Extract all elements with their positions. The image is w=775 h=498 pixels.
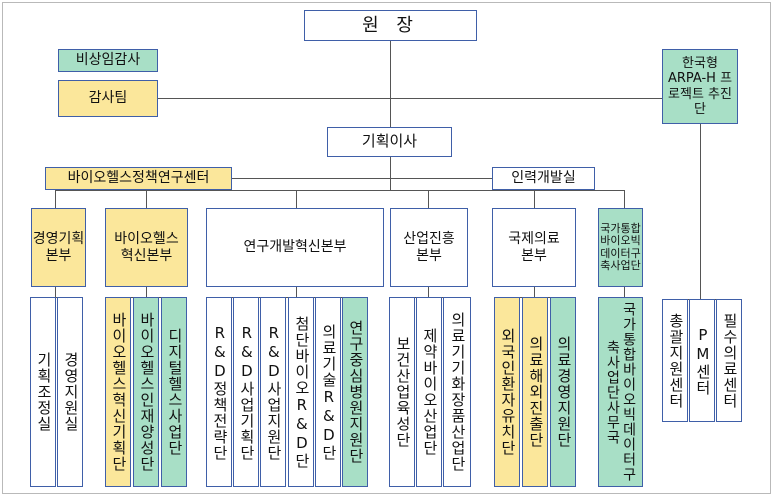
division-rnd-innovation: 연구개발혁신본부 bbox=[206, 208, 384, 287]
division-label: 바이오헬스 혁신본부 bbox=[114, 230, 179, 264]
unit-box: 바이오헬스인재양성단 bbox=[133, 297, 159, 487]
connector-line bbox=[428, 190, 429, 208]
division-national-bio-bigdata: 국가통합바이오빅데이터구축사업단 bbox=[598, 208, 643, 287]
unit-label: 보건산업육성단 bbox=[393, 336, 412, 448]
unit-box: 보건산업육성단 bbox=[389, 297, 415, 487]
unit-label: R&D사업지원단 bbox=[264, 323, 283, 461]
auditor-box: 비상임감사 bbox=[58, 49, 158, 72]
unit-box: 연구중심병원지원단 bbox=[342, 297, 368, 487]
division-label: 경영기획본부 bbox=[32, 230, 85, 264]
unit-box: 디지털헬스사업단 bbox=[161, 297, 187, 487]
unit-label: 바이오헬스혁신기획단 bbox=[109, 312, 128, 472]
planning-director-label: 기획이사 bbox=[361, 132, 418, 151]
bio-policy-center-box: 바이오헬스정책연구센터 bbox=[45, 167, 232, 190]
unit-label: 경영지원실 bbox=[61, 352, 80, 432]
unit-box: 첨단바이오R&D단 bbox=[288, 297, 314, 487]
director-label: 원 장 bbox=[362, 14, 419, 36]
unit-label: 연구중심병원지원단 bbox=[346, 320, 365, 464]
connector-line bbox=[296, 190, 297, 208]
unit-label: 바이오헬스인재양성단 bbox=[137, 312, 156, 472]
unit-box: 기획조정실 bbox=[30, 297, 56, 487]
division-label: 연구개발혁신본부 bbox=[243, 239, 347, 256]
unit-box: R&D사업기획단 bbox=[233, 297, 259, 487]
unit-box: 경영지원실 bbox=[57, 297, 83, 487]
unit-label: 의료경영지원단 bbox=[554, 336, 573, 448]
audit-team-box: 감사팀 bbox=[58, 80, 158, 117]
division-label: 국가통합바이오빅데이터구축사업단 bbox=[600, 222, 641, 272]
unit-label: 총괄지원센터 bbox=[666, 312, 685, 409]
unit-box: 의료경영지원단 bbox=[550, 297, 576, 487]
connector-line bbox=[534, 287, 535, 297]
unit-box: 외국인환자유치단 bbox=[494, 297, 520, 487]
audit-team-label: 감사팀 bbox=[88, 90, 128, 107]
division-management-planning: 경영기획본부 bbox=[31, 208, 86, 287]
unit-label: 의료해외진출단 bbox=[526, 336, 545, 448]
planning-director-box: 기획이사 bbox=[327, 127, 452, 157]
connector-line bbox=[55, 287, 56, 297]
unit-label: 필수의료센터 bbox=[720, 312, 739, 409]
hr-office-label: 인력개발실 bbox=[511, 170, 576, 187]
division-biohealth-innovation: 바이오헬스 혁신본부 bbox=[105, 208, 188, 287]
unit-label: 디지털헬스사업단 bbox=[165, 328, 184, 456]
unit-box: PM센터 bbox=[689, 299, 715, 422]
connector-line bbox=[146, 190, 147, 208]
connector-line bbox=[428, 287, 429, 297]
division-label: 국제의료 본부 bbox=[508, 230, 560, 264]
unit-label: 기획조정실 bbox=[34, 352, 53, 432]
unit-label: 첨단바이오R&D단 bbox=[292, 315, 311, 469]
arpah-box: 한국형 ARPA-H 프로젝트 추진단 bbox=[662, 49, 738, 124]
connector-line bbox=[43, 297, 70, 298]
division-label: 산업진흥 본부 bbox=[403, 230, 455, 264]
division-industry-promotion: 산업진흥 본부 bbox=[390, 208, 468, 287]
unit-label: R&D사업기획단 bbox=[237, 323, 256, 461]
connector-line bbox=[624, 190, 625, 208]
unit-label: 의료기기화장품산업단 bbox=[448, 312, 467, 472]
connector-line bbox=[390, 157, 391, 190]
unit-box: 국가통합바이오빅데이터구축사업단사무국 bbox=[598, 297, 643, 487]
unit-box: 제약바이오산업단 bbox=[416, 297, 442, 487]
connector-line bbox=[534, 190, 535, 208]
connector-line bbox=[55, 190, 625, 191]
unit-box: 바이오헬스혁신기획단 bbox=[105, 297, 131, 487]
bio-policy-center-label: 바이오헬스정책연구센터 bbox=[67, 170, 210, 187]
unit-label: 제약바이오산업단 bbox=[420, 328, 439, 456]
unit-box: 의료기기화장품산업단 bbox=[443, 297, 471, 487]
connector-line bbox=[157, 98, 662, 99]
unit-box: 총괄지원센터 bbox=[662, 299, 688, 422]
unit-label: PM센터 bbox=[693, 325, 712, 396]
connector-line bbox=[232, 178, 492, 179]
connector-line bbox=[296, 287, 297, 297]
unit-box: R&D정책전략단 bbox=[206, 297, 232, 487]
unit-label: 의료기술R&D단 bbox=[319, 323, 338, 461]
unit-label: 외국인환자유치단 bbox=[498, 328, 517, 456]
connector-line bbox=[220, 297, 355, 298]
unit-label: 국가통합바이오빅데이터구축사업단사무국 bbox=[604, 302, 637, 482]
division-international-medical: 국제의료 본부 bbox=[492, 208, 576, 287]
auditor-label: 비상임감사 bbox=[75, 52, 141, 69]
director-box: 원 장 bbox=[304, 10, 477, 41]
connector-line bbox=[700, 124, 701, 299]
connector-line bbox=[146, 287, 147, 297]
unit-box: R&D사업지원단 bbox=[260, 297, 286, 487]
unit-box: 필수의료센터 bbox=[716, 299, 742, 422]
unit-box: 의료해외진출단 bbox=[522, 297, 548, 487]
connector-line bbox=[55, 190, 56, 208]
arpah-label: 한국형 ARPA-H 프로젝트 추진단 bbox=[667, 55, 733, 117]
hr-office-box: 인력개발실 bbox=[492, 167, 595, 190]
unit-box: 의료기술R&D단 bbox=[315, 297, 341, 487]
unit-label: R&D정책전략단 bbox=[210, 323, 229, 461]
connector-line bbox=[390, 40, 391, 127]
connector-line bbox=[624, 287, 625, 297]
